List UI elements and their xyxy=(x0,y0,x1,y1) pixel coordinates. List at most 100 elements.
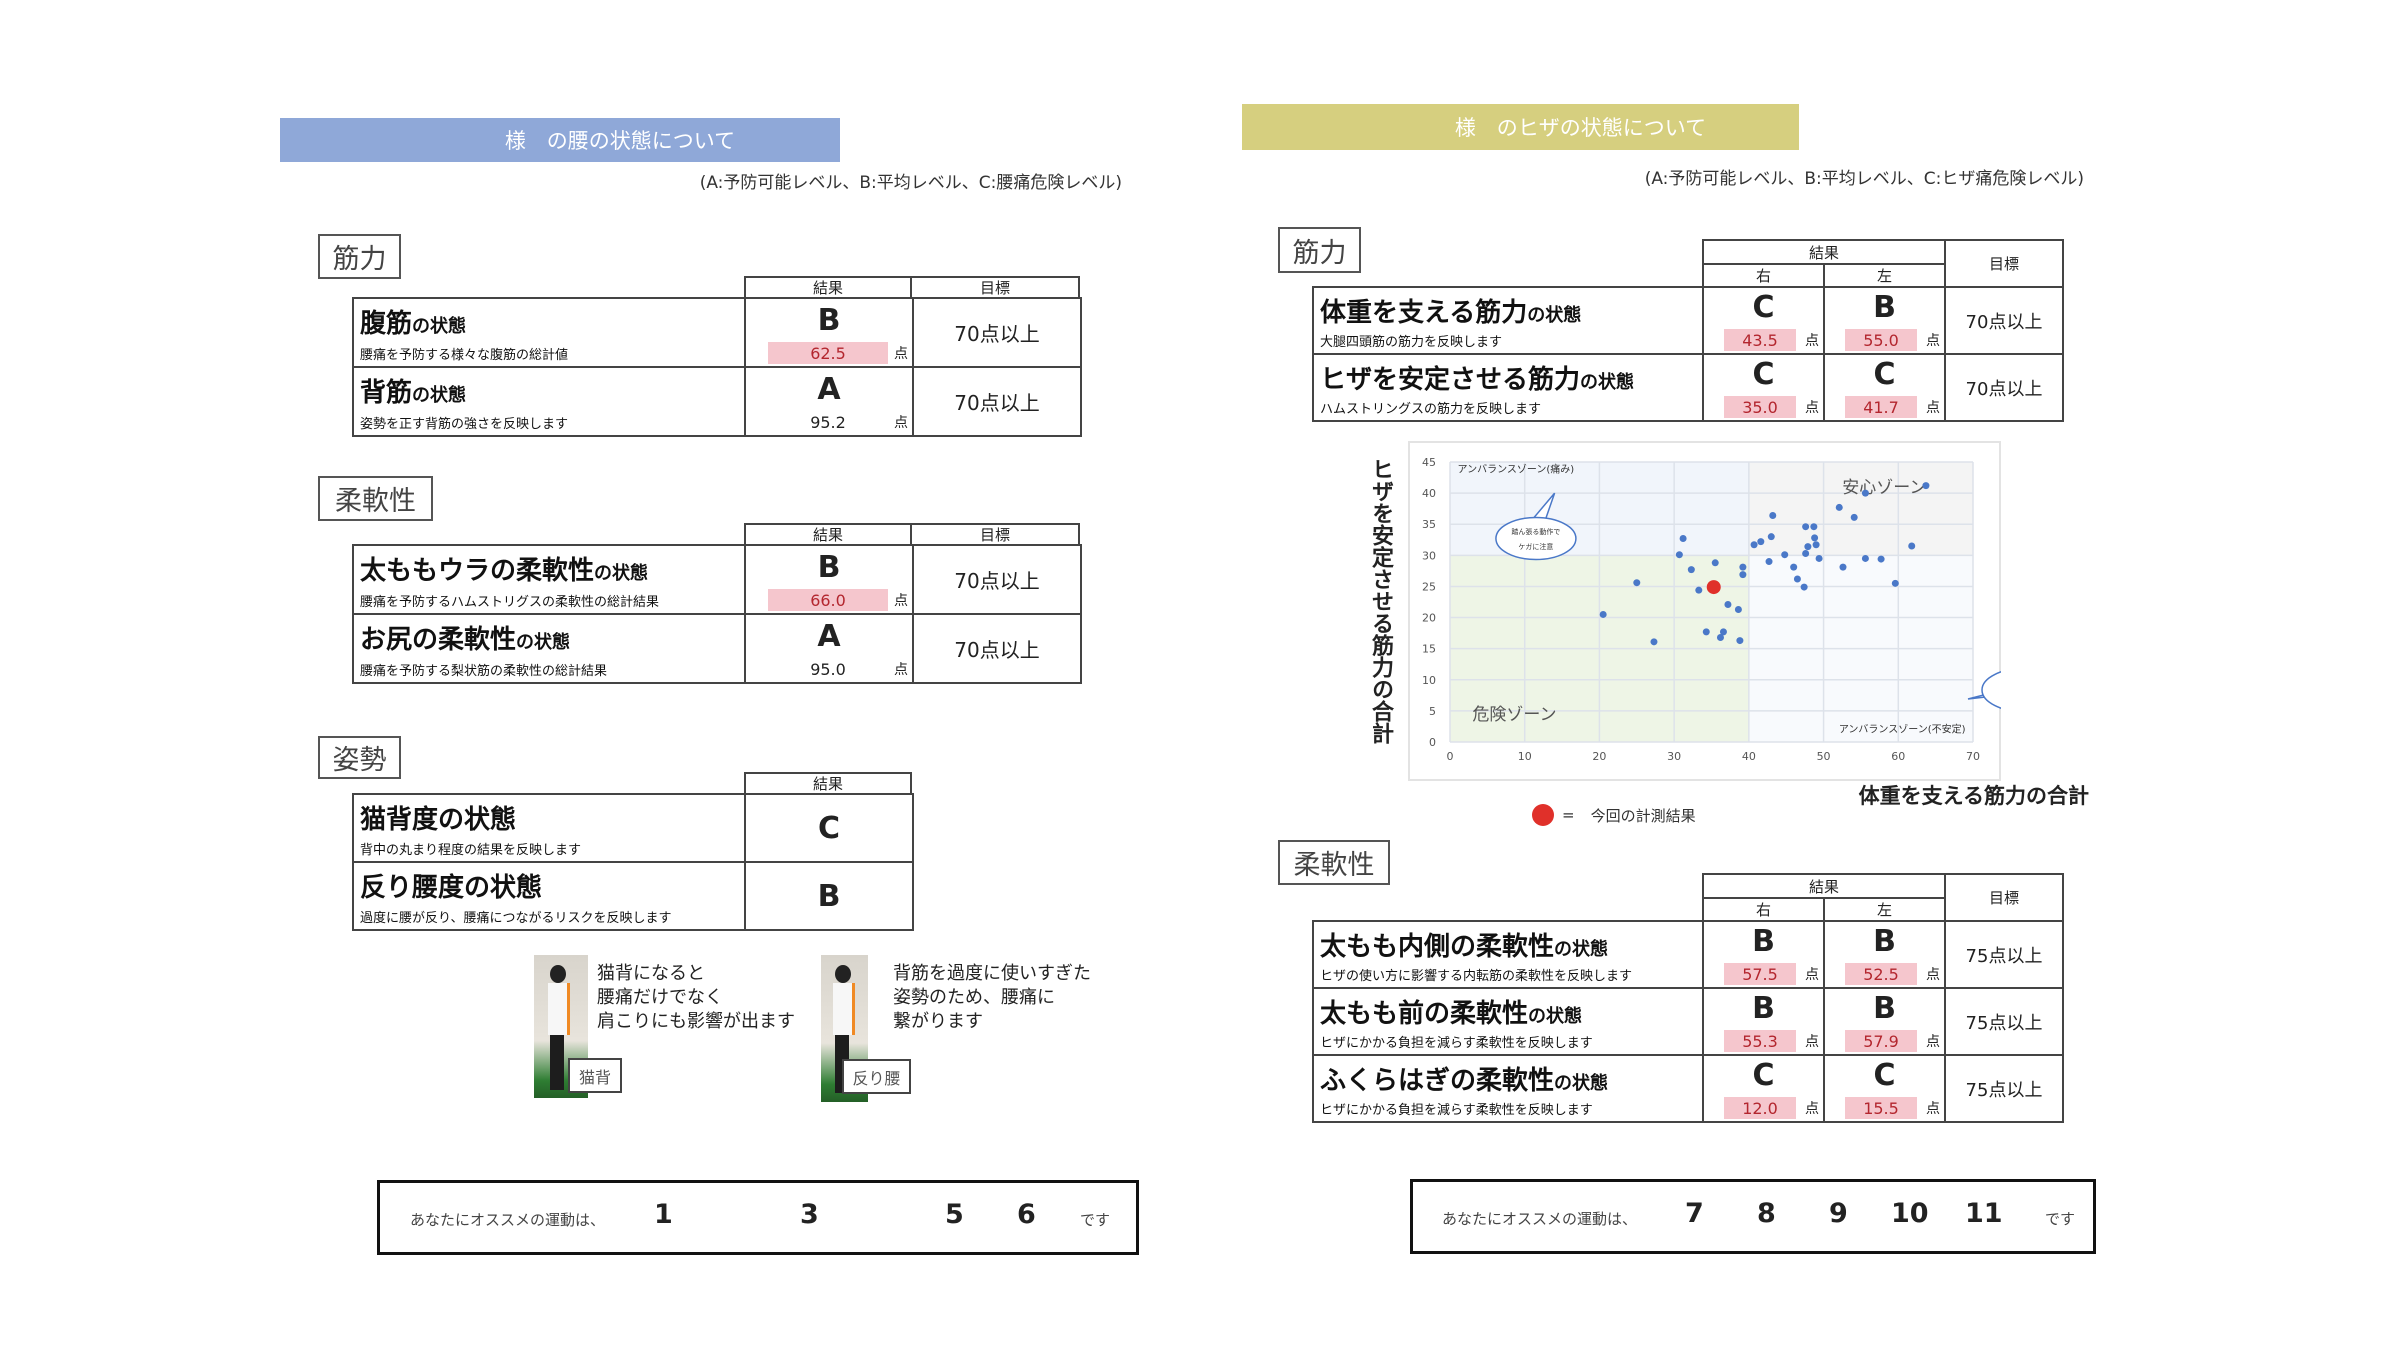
zone-label-imbalance-unstable: アンバランスゾーン(不安定) xyxy=(1839,723,1966,736)
data-point xyxy=(1835,503,1843,511)
grade: B xyxy=(1873,991,1896,1026)
y-tick-label: 20 xyxy=(1422,612,1436,625)
row-title: お尻の柔軟性の状態 xyxy=(360,619,570,656)
score: 66.0 xyxy=(768,589,888,611)
recommend-label: あなたにオススメの運動は、 xyxy=(1442,1210,1638,1228)
data-point xyxy=(1736,637,1744,645)
data-point xyxy=(1687,566,1695,574)
grade: B xyxy=(817,879,841,914)
grade: C xyxy=(1752,290,1775,325)
recommend-suffix: です xyxy=(1080,1211,1111,1229)
rounded-back-note: 猫背になると 腰痛だけでなく 肩こりにも影響が出ます xyxy=(597,962,795,1034)
exercise-number: 3 xyxy=(800,1199,819,1230)
row-label-cell: 背筋の状態姿勢を正す背筋の強さを反映します xyxy=(352,366,746,437)
score: 12.0 xyxy=(1724,1097,1796,1119)
score: 57.5 xyxy=(1724,963,1796,985)
row-description: 腰痛を予防するハムストリグスの柔軟性の総計結果 xyxy=(360,595,660,610)
row-label-cell: お尻の柔軟性の状態腰痛を予防する梨状筋の柔軟性の総計結果 xyxy=(352,613,746,684)
header-result: 結果 xyxy=(744,523,912,546)
grade: C xyxy=(1752,357,1775,392)
title-main: ヒザを安定させる筋力 xyxy=(1320,365,1581,395)
data-point xyxy=(1810,523,1818,531)
row-title: 猫背度の状態 xyxy=(360,799,516,836)
y-tick-label: 45 xyxy=(1422,456,1436,469)
grade: C xyxy=(817,811,841,846)
data-point xyxy=(1599,610,1607,618)
zone-2 xyxy=(1748,462,1973,556)
row-title: 背筋の状態 xyxy=(360,372,466,409)
unit: 点 xyxy=(1926,1101,1940,1117)
row-description: ハムストリングスの筋力を反映します xyxy=(1320,402,1542,417)
callout-bubble xyxy=(1981,671,2001,709)
target-value: 70点以上 xyxy=(1965,311,2043,333)
row-description: 腰痛を予防する梨状筋の柔軟性の総計結果 xyxy=(360,664,608,679)
callout-text: 踏ん張る動作で xyxy=(1511,527,1560,536)
unit: 点 xyxy=(1805,333,1819,349)
x-tick-label: 50 xyxy=(1817,750,1831,763)
row-description: 背中の丸まり程度の結果を反映します xyxy=(360,843,582,858)
grade: C xyxy=(1873,1058,1896,1093)
note-line: 姿勢のため、腰痛に xyxy=(893,987,1055,1008)
row-label-cell: 太ももウラの柔軟性の状態腰痛を予防するハムストリグスの柔軟性の総計結果 xyxy=(352,544,746,615)
row-label-cell: 猫背度の状態背中の丸まり程度の結果を反映します xyxy=(352,793,746,863)
row-description: 過度に腰が反り、腰痛につながるリスクを反映します xyxy=(360,911,672,926)
x-tick-label: 20 xyxy=(1592,750,1606,763)
recommend-box-knee: あなたにオススメの運動は、 7 8 9 10 11 です xyxy=(1410,1179,2096,1254)
data-point xyxy=(1811,534,1819,542)
header-target: 目標 xyxy=(1944,239,2064,288)
data-point xyxy=(1812,541,1820,549)
data-point xyxy=(1739,563,1747,571)
y-tick-label: 5 xyxy=(1429,705,1436,718)
data-point xyxy=(1739,571,1747,579)
result-cell: C xyxy=(744,793,914,863)
callout-text: ケガに注意 xyxy=(1518,542,1553,551)
row-title: 太ももウラの柔軟性の状態 xyxy=(360,550,648,587)
target-cell: 70点以上 xyxy=(912,613,1082,684)
target-value: 70点以上 xyxy=(954,322,1040,346)
row-title: 反り腰度の状態 xyxy=(360,867,542,904)
data-point xyxy=(1695,586,1703,594)
title-suffix: の状態 xyxy=(1554,1073,1609,1094)
grade-legend: (A:予防可能レベル、B:平均レベル、C:ヒザ痛危険レベル) xyxy=(1644,169,2084,189)
target-value: 70点以上 xyxy=(954,391,1040,415)
title-suffix: の状態 xyxy=(1580,372,1635,393)
row-label-cell: 太もも内側の柔軟性の状態ヒザの使い方に影響する内転筋の柔軟性を反映します xyxy=(1312,920,1704,989)
recommend-label: あなたにオススメの運動は、 xyxy=(410,1211,606,1229)
row-description: 大腿四頭筋の筋力を反映します xyxy=(1320,335,1503,350)
right-result-cell: B 57.5 点 xyxy=(1702,920,1825,989)
title-main: 太もも内側の柔軟性 xyxy=(1320,932,1555,962)
target-value: 70点以上 xyxy=(954,569,1040,593)
knee-header: 様 のヒザの状態について xyxy=(1242,104,1799,150)
data-point xyxy=(1908,542,1916,550)
x-tick-label: 0 xyxy=(1447,750,1454,763)
data-point xyxy=(1711,559,1719,567)
target-cell: 75点以上 xyxy=(1944,1054,2064,1123)
grade: C xyxy=(1752,1058,1775,1093)
title-suffix: の状態 xyxy=(1527,305,1582,326)
data-point xyxy=(1861,489,1869,497)
data-point xyxy=(1790,563,1798,571)
row-title: ふくらはぎの柔軟性の状態 xyxy=(1320,1060,1608,1097)
unit: 点 xyxy=(1805,1034,1819,1050)
header-result: 結果 xyxy=(1702,239,1946,265)
sway-back-note: 背筋を過度に使いすぎた 姿勢のため、腰痛に 繋がります xyxy=(893,962,1091,1034)
grade: B xyxy=(1752,924,1775,959)
exercise-number: 5 xyxy=(945,1199,964,1230)
header-left: 左 xyxy=(1823,897,1946,922)
data-point xyxy=(1891,579,1899,587)
y-tick-label: 0 xyxy=(1429,736,1436,749)
target-cell: 70点以上 xyxy=(1944,286,2064,355)
waist-header: 様 の腰の状態について xyxy=(280,118,840,162)
score: 52.5 xyxy=(1845,963,1917,985)
note-line: 繋がります xyxy=(893,1011,983,1032)
exercise-number: 10 xyxy=(1891,1198,1929,1229)
red-dot-icon xyxy=(1532,804,1554,826)
row-title: 太もも内側の柔軟性の状態 xyxy=(1320,926,1608,963)
header-right: 右 xyxy=(1702,263,1825,288)
y-tick-label: 30 xyxy=(1422,549,1436,562)
unit: 点 xyxy=(1805,967,1819,983)
